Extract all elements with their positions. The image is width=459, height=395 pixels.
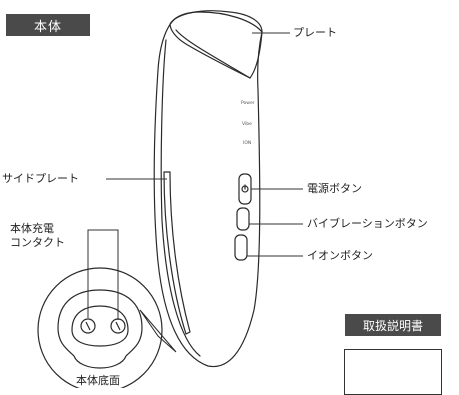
vibration-button-shape [236, 207, 250, 231]
label-ion-button: イオンボタン [307, 249, 373, 262]
label-plate: プレート [293, 26, 337, 39]
device-plate [169, 10, 263, 79]
label-charging-contact-line1: 本体充電 [10, 222, 54, 235]
contact-right-icon [110, 318, 126, 334]
bottom-view-body [57, 289, 143, 369]
label-power-button: 電源ボタン [307, 182, 362, 195]
section-title-tag: 本体 [6, 14, 90, 36]
ion-button-shape [234, 234, 248, 261]
label-charging-contact-line2: コンタクト [10, 236, 65, 249]
side-plate-strip [163, 171, 191, 335]
device-text-ion: ION [243, 140, 251, 146]
device-text-power: Power [241, 100, 255, 106]
label-vibration-button: バイブレーションボタン [307, 217, 428, 230]
device-body-outline [153, 11, 263, 368]
bottom-view-circle [37, 267, 163, 388]
contact-left-icon [80, 318, 96, 334]
device-text-vibe: Vibe [242, 121, 252, 127]
manual-tag: 取扱説明書 [345, 314, 441, 336]
label-side-plate: サイドプレート [2, 172, 79, 185]
manual-illustration [344, 349, 442, 395]
device-inner-contour [160, 39, 201, 357]
label-body-bottom: 本体底面 [76, 374, 120, 387]
